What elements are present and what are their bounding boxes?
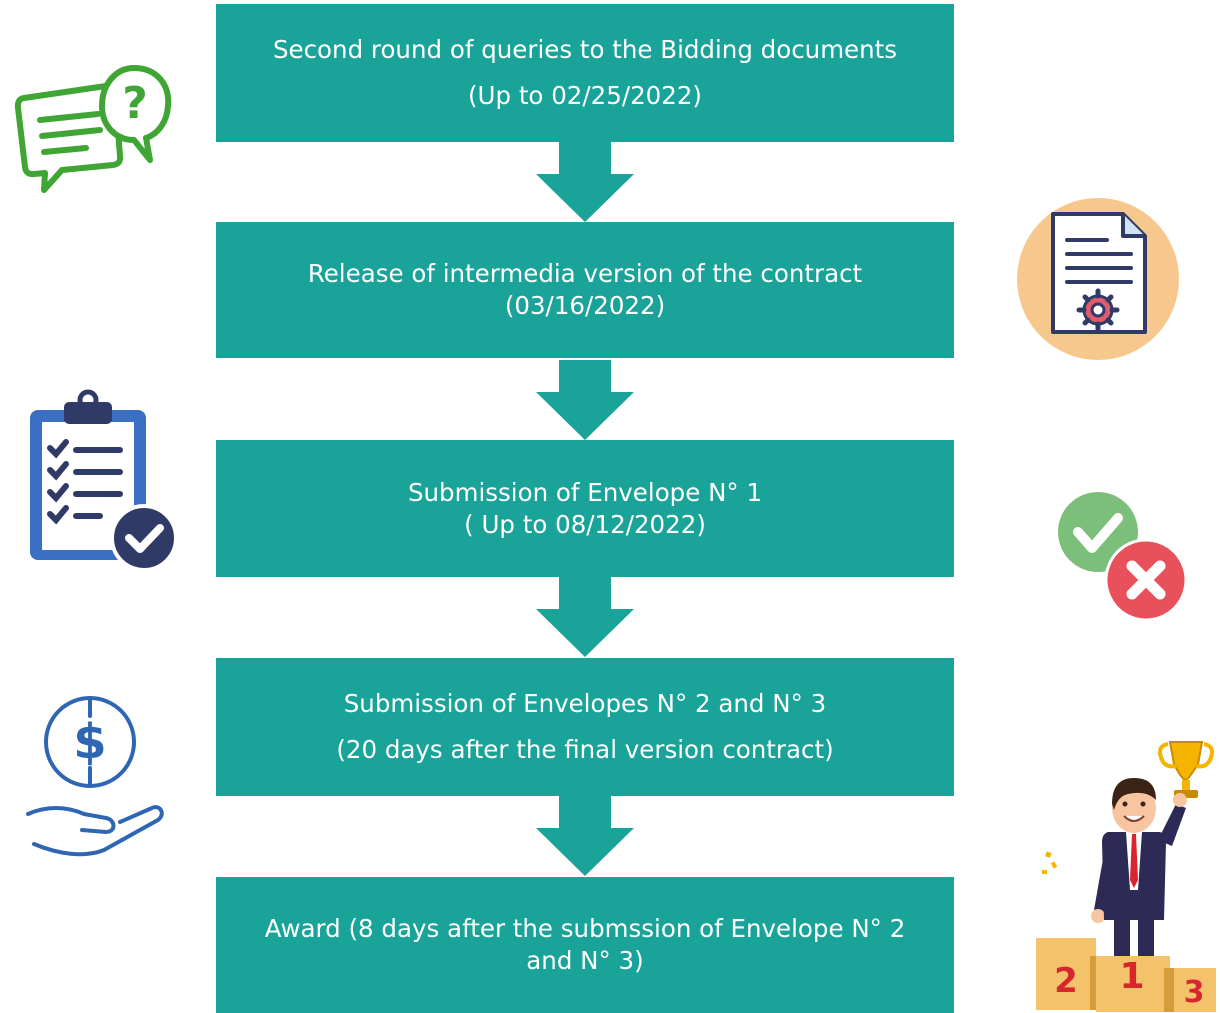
flow-arrow-4 <box>536 796 634 876</box>
flow-step-1-title: Second round of queries to the Bidding d… <box>272 35 898 65</box>
svg-text:$: $ <box>73 714 106 770</box>
podium-number-2: 2 <box>1054 961 1078 1001</box>
winner-podium-icon: 2 1 3 <box>1036 741 1216 1012</box>
flow-step-5: Award (8 days after the submssion of Env… <box>216 877 954 1013</box>
podium-number-3: 3 <box>1184 975 1205 1010</box>
flow-step-4: Submission of Envelopes N° 2 and N° 3 (2… <box>216 658 954 796</box>
flow-arrow-1 <box>536 142 634 222</box>
flow-step-3-date: ( Up to 08/12/2022) <box>464 509 706 539</box>
flow-step-3-title: Submission of Envelope N° 1 <box>407 477 763 507</box>
flow-step-1-date: (Up to 02/25/2022) <box>468 81 702 110</box>
clipboard-checklist-icon <box>30 389 178 572</box>
flow-step-4-title: Submission of Envelopes N° 2 and N° 3 <box>343 689 827 719</box>
flow-step-2-date: (03/16/2022) <box>504 291 666 320</box>
flow-step-3: Submission of Envelope N° 1 ( Up to 08/1… <box>216 440 954 577</box>
flow-step-1: Second round of queries to the Bidding d… <box>216 4 954 142</box>
approve-reject-icon <box>1058 492 1188 622</box>
flow-arrow-2 <box>536 360 634 440</box>
podium-number-1: 1 <box>1119 956 1144 997</box>
flow-step-2-title: Release of intermedia version of the con… <box>307 259 863 289</box>
money-hand-icon: $ <box>26 696 164 857</box>
flow-step-5-date: and N° 3) <box>526 946 644 975</box>
flow-arrow-3 <box>536 577 634 657</box>
flow-step-4-date: (20 days after the final version contrac… <box>336 735 834 764</box>
flow-step-2: Release of intermedia version of the con… <box>216 222 954 358</box>
svg-text:?: ? <box>122 78 148 129</box>
question-chat-icon: ? <box>14 65 172 193</box>
flow-step-5-title: Award (8 days after the submssion of Env… <box>264 914 906 944</box>
contract-document-icon <box>1017 198 1179 360</box>
